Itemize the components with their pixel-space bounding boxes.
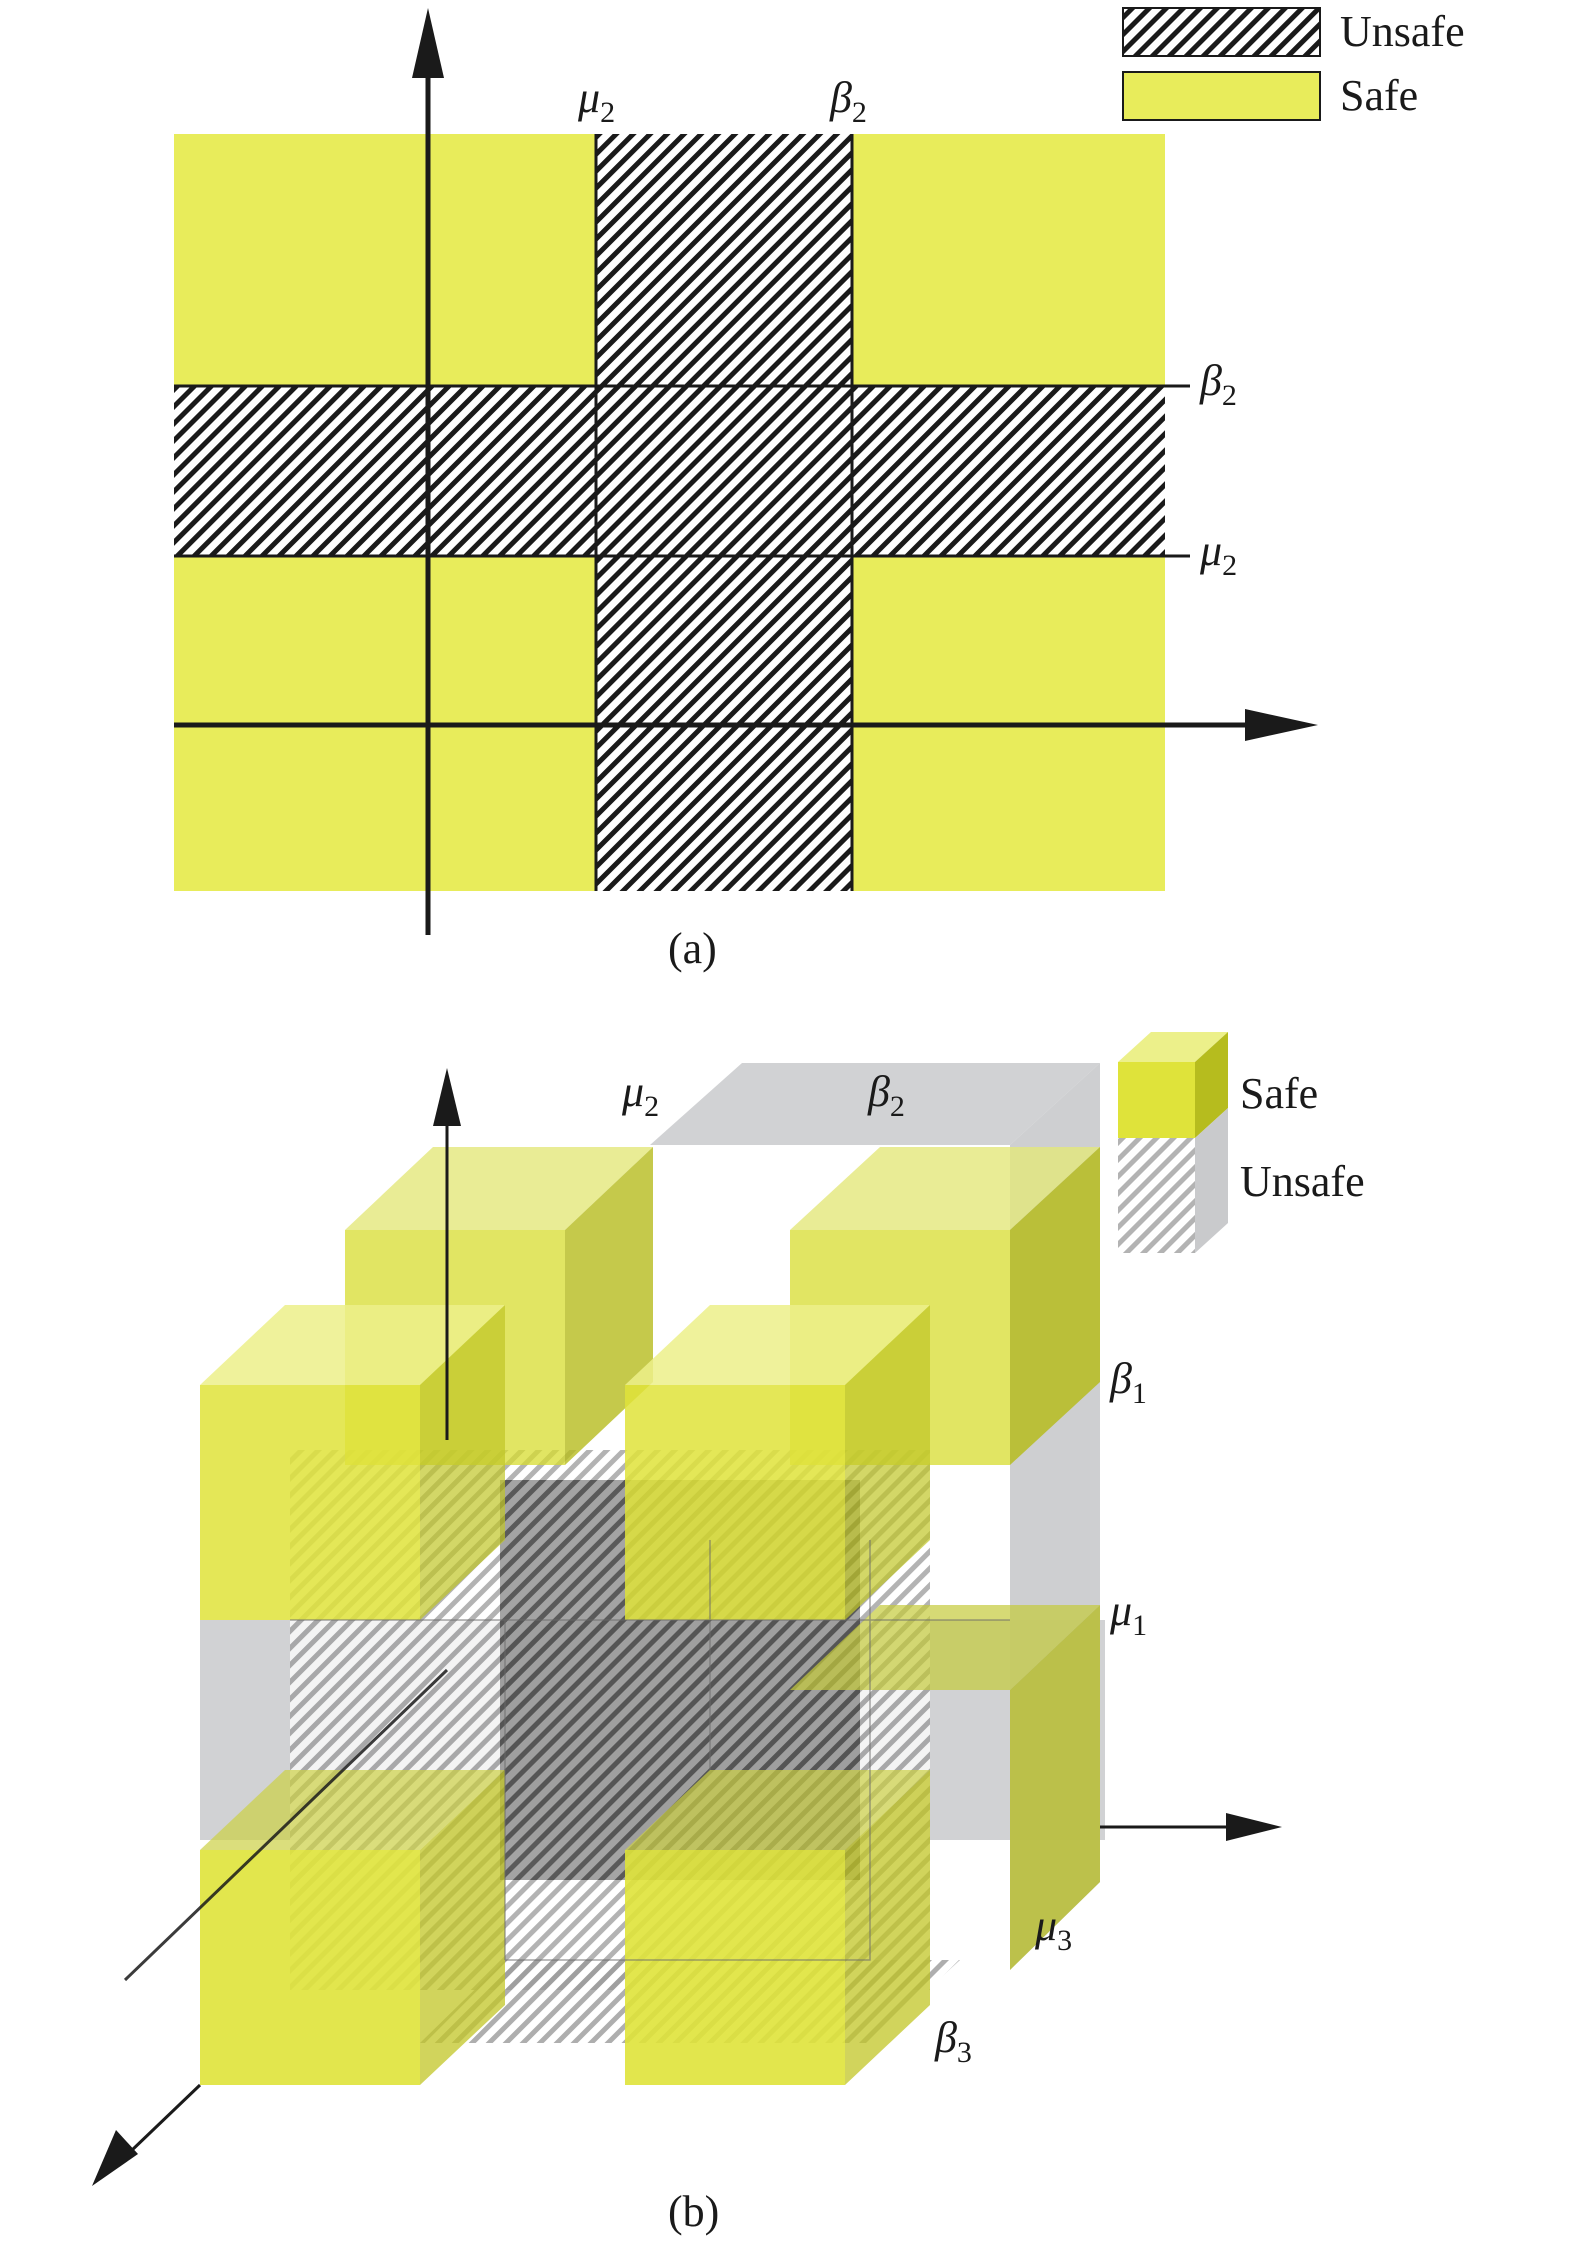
- panel-b-legend-safe-label: Safe: [1240, 1069, 1318, 1118]
- panel-a-caption: (a): [668, 924, 717, 973]
- panel-b-legend-unsafe-label: Unsafe: [1240, 1157, 1365, 1206]
- panel-b-z-axis-arrowhead: [433, 1068, 461, 1126]
- panel-a: μ2 β2 β2 μ2 Unsafe Safe (a): [174, 7, 1465, 973]
- panel-a-x-axis-arrowhead: [1245, 709, 1318, 741]
- panel-b-safe-front-lower-right-side: [845, 1770, 930, 2085]
- panel-b-label-mu1: μ1: [1109, 1586, 1147, 1642]
- panel-a-legend-unsafe-label: Unsafe: [1340, 7, 1465, 56]
- panel-b-safe-front-upper-left-side: [420, 1305, 505, 1620]
- panel-a-label-beta2-right: β2: [1199, 356, 1237, 412]
- panel-a-legend-unsafe-swatch: [1122, 7, 1321, 57]
- panel-b-legend-safe-front: [1118, 1062, 1195, 1138]
- panel-b-safe-back-lower-right-side: [1010, 1605, 1100, 1970]
- panel-b-safe-front-upper-left-top: [200, 1305, 505, 1385]
- panel-b-unsafe-back-top: [650, 1063, 1100, 1145]
- panel-b-y-axis-arrowhead: [92, 2130, 138, 2186]
- panel-b-safe-front-upper-left-front: [200, 1385, 420, 1620]
- panel-b-safe-front-lower-left-front: [200, 1850, 420, 2085]
- panel-a-label-mu2-top: μ2: [577, 73, 615, 129]
- panel-b-safe-front-lower-left-top: [200, 1770, 505, 1850]
- panel-b-safe-back-right-top: [790, 1147, 1100, 1230]
- panel-b-x-axis-arrowhead: [1226, 1813, 1282, 1841]
- panel-a-unsafe-horizontal-band: [174, 386, 1165, 556]
- panel-b-safe-front-upper-right-side: [845, 1305, 930, 1620]
- panel-b-safe-back-lower-right-top: [790, 1605, 1100, 1690]
- panel-b-label-beta1: β1: [1109, 1354, 1147, 1410]
- panel-a-legend-safe-label: Safe: [1340, 71, 1418, 120]
- panel-b-safe-front-upper-right-front: [625, 1385, 845, 1620]
- panel-a-label-mu2-right: μ2: [1199, 526, 1237, 582]
- panel-a-legend-safe-swatch: [1122, 71, 1321, 121]
- panel-b-caption: (b): [668, 2187, 719, 2236]
- panel-b-label-mu3: μ3: [1034, 1901, 1072, 1957]
- panel-b-safe-front-lower-right-top: [625, 1770, 930, 1850]
- panel-b-safe-back-right-side: [1010, 1147, 1100, 1465]
- panel-b: μ2 β2 β1 μ1 μ3 β3 Safe Unsafe (b): [92, 1032, 1365, 2236]
- panel-a-legend: Unsafe Safe: [1122, 7, 1465, 121]
- panel-b-safe-front-blocks: [200, 1305, 930, 2085]
- panel-b-safe-front-lower-left-side: [420, 1770, 505, 2085]
- panel-b-safe-front-upper-right-top: [625, 1305, 930, 1385]
- panel-b-safe-back-left-top: [345, 1147, 653, 1230]
- panel-b-legend-unsafe-front: [1118, 1138, 1195, 1253]
- panel-b-legend-unsafe-side: [1195, 1108, 1228, 1253]
- panel-b-label-mu2: μ2: [621, 1067, 659, 1123]
- panel-a-y-axis-arrowhead: [412, 8, 444, 78]
- panel-b-legend-safe-side: [1195, 1032, 1228, 1138]
- panel-a-label-beta2-top: β2: [829, 73, 867, 129]
- panel-b-label-beta3: β3: [934, 2013, 972, 2069]
- panel-b-wireframe: [290, 1540, 1010, 1961]
- panel-b-y-axis: [123, 1668, 449, 1982]
- panel-b-legend: Safe Unsafe: [1118, 1032, 1365, 1253]
- panel-b-y-axis-front: [128, 2083, 202, 2154]
- panel-b-legend-safe-top: [1118, 1032, 1228, 1062]
- panel-b-safe-front-lower-right-front: [625, 1850, 845, 2085]
- panel-b-label-beta2: β2: [867, 1067, 905, 1123]
